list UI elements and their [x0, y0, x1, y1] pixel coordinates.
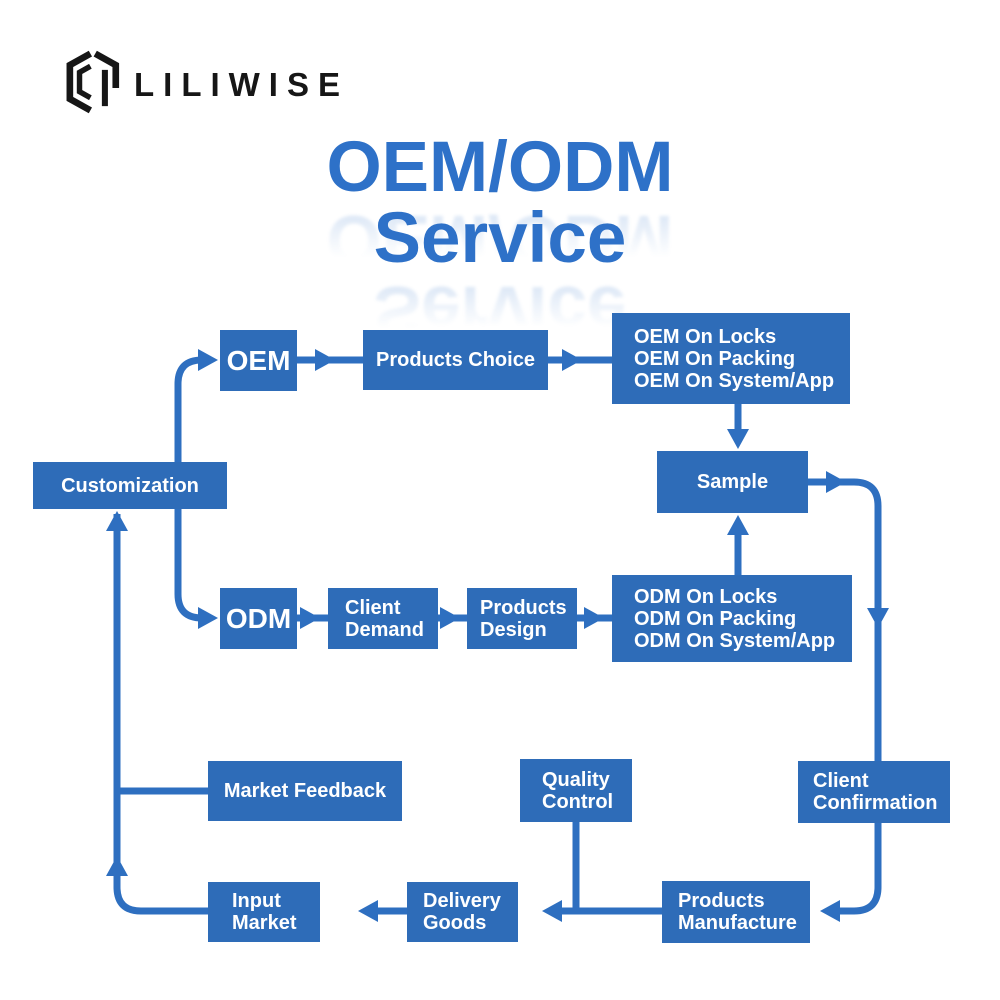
node-customization: Customization	[33, 462, 227, 509]
brand-name: LILIWISE	[134, 65, 349, 103]
node-products-choice: Products Choice	[363, 330, 548, 390]
node-odm: ODM	[220, 588, 297, 649]
connector-customization-oem	[174, 356, 206, 462]
node-client-demand: Client Demand	[328, 588, 438, 649]
node-oem: OEM	[220, 330, 297, 391]
node-input-market: Input Market	[208, 882, 320, 942]
node-odm-on-list: ODM On Locks ODM On Packing ODM On Syste…	[612, 575, 852, 662]
node-sample: Sample	[657, 451, 808, 513]
connector-input-market-customization	[113, 514, 208, 915]
page-title-line1: OEM/ODM	[326, 128, 674, 207]
node-oem-on-list: OEM On Locks OEM On Packing OEM On Syste…	[612, 313, 850, 404]
brand-logo: LILIWISE	[62, 50, 349, 114]
node-market-feedback: Market Feedback	[208, 761, 402, 821]
node-quality-control: Quality Control	[520, 759, 632, 822]
page-title-line2: Service	[373, 199, 627, 278]
liliwise-hexagon-logo-icon	[66, 50, 120, 114]
connector-customization-odm	[174, 509, 206, 622]
connector-sample-client-confirmation-manufacture	[808, 478, 882, 915]
node-products-manufacture: Products Manufacture	[662, 881, 810, 943]
node-client-confirmation: Client Confirmation	[798, 761, 950, 823]
node-delivery-goods: Delivery Goods	[407, 882, 518, 942]
node-products-design: Products Design	[467, 588, 577, 649]
